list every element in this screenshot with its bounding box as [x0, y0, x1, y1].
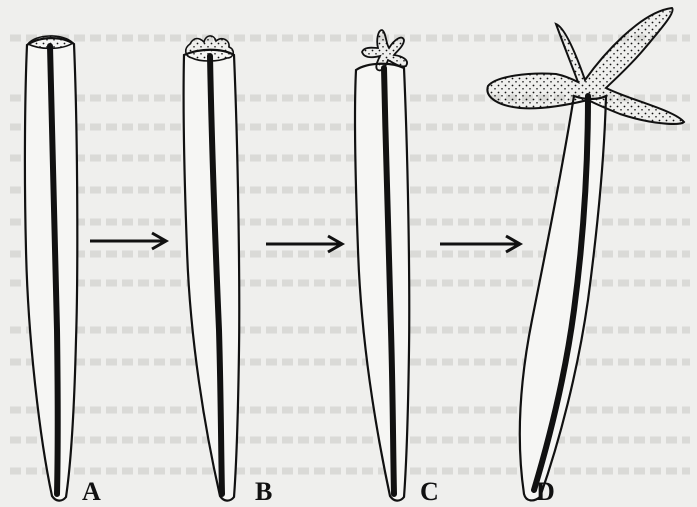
stage-a-larva: [25, 36, 77, 501]
stage-label-a: A: [82, 477, 101, 506]
larva-body-c: [355, 64, 409, 501]
stage-b-larva: [184, 36, 240, 501]
stage-label-b: B: [255, 477, 272, 506]
arrow-right-icon: [266, 236, 342, 252]
starfish-bud-b: [186, 36, 234, 61]
stage-label-d: D: [536, 477, 555, 506]
stage-label-c: C: [420, 477, 439, 506]
arrow-right-icon: [90, 233, 166, 249]
arrow-right-icon: [440, 236, 520, 252]
stage-c-larva: [355, 30, 409, 501]
